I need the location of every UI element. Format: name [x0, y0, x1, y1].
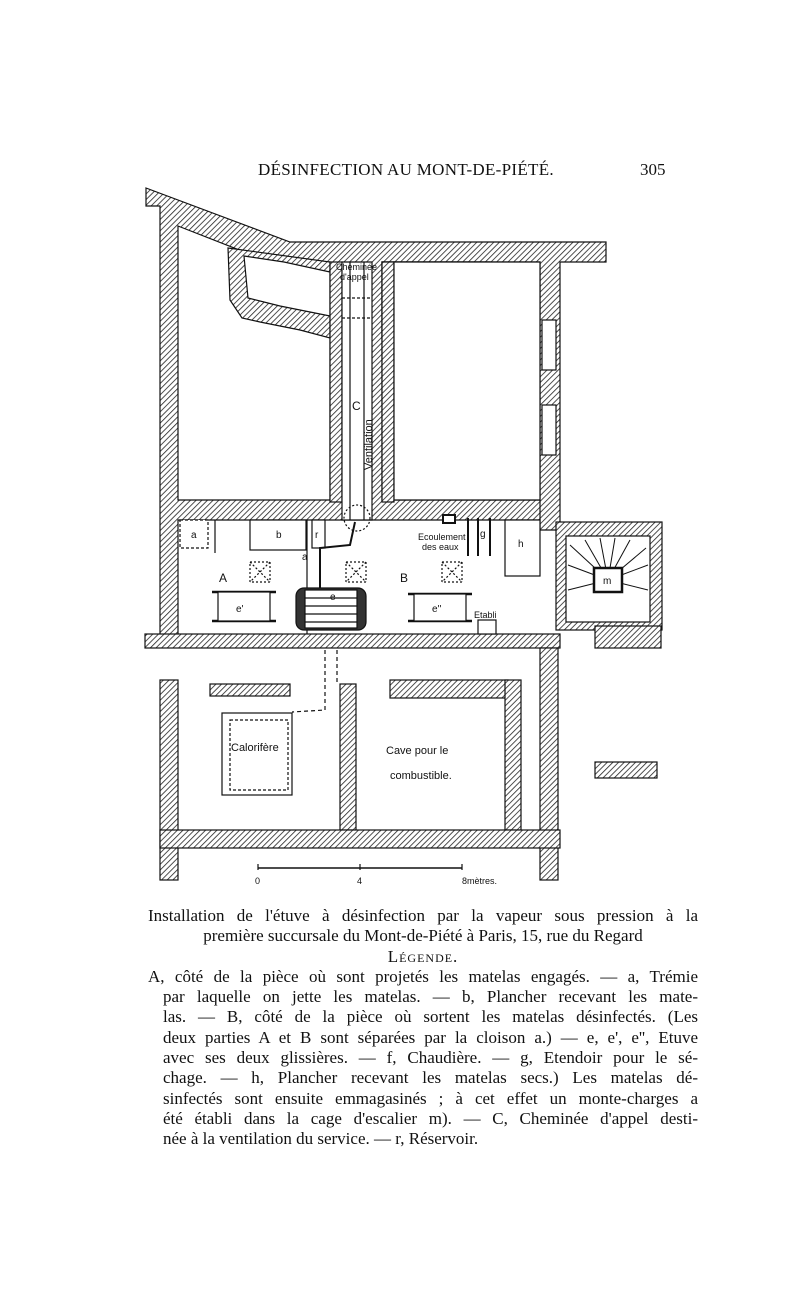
- label-m: m: [603, 576, 611, 587]
- label-etabli: Etabli: [474, 610, 497, 620]
- label-dappel: d'appel: [340, 272, 369, 282]
- caption-title-line: Installation de l'étuve à désinfection p…: [148, 906, 698, 925]
- label-e-double: e'': [432, 604, 441, 615]
- legend-line: A, côté de la pièce où sont projetés les…: [148, 966, 698, 986]
- ground-wall: [144, 633, 561, 649]
- legend-line: chage. — h, Plancher recevant les matela…: [163, 1068, 698, 1088]
- caption-title-line: première succursale du Mont-de-Piété à P…: [203, 926, 643, 946]
- etuve-e-boiler: [295, 587, 367, 631]
- label-e-prime: e': [236, 604, 244, 615]
- label-ecoulement: Ecoulement: [418, 532, 466, 542]
- label-b: b: [276, 530, 282, 541]
- label-g: g: [480, 529, 486, 540]
- dashed-x-boxes: [249, 561, 463, 583]
- label-cave: Cave pour le: [386, 745, 448, 757]
- label-cheminee: Cheminée: [336, 262, 377, 272]
- lift-m: [592, 566, 624, 594]
- label-B: B: [400, 571, 408, 585]
- floor-h: [504, 519, 541, 577]
- floor-plan: Cheminée d'appel C Ventilation a b r a A…: [144, 187, 663, 886]
- glissiere-e-prime: [212, 590, 276, 623]
- running-header-title: DÉSINFECTION AU MONT-DE-PIÉTÉ.: [258, 160, 554, 179]
- scale-tick-4: 4: [357, 876, 362, 886]
- staircase: [567, 537, 649, 594]
- basement-left-wall: [159, 679, 179, 881]
- walls: [144, 187, 663, 881]
- label-e: e: [330, 592, 336, 603]
- label-A: A: [219, 571, 227, 585]
- legend-line: par laquelle on jette les matelas. — b, …: [163, 987, 698, 1007]
- label-ventilation: Ventilation: [363, 419, 375, 470]
- reservoir-r: [311, 519, 326, 549]
- figure-caption: Installation de l'étuve à désinfection p…: [148, 906, 698, 1150]
- legend-heading: Légende.: [387, 946, 459, 966]
- label-calorifere: Calorifère: [231, 742, 279, 754]
- glissiere-e-double: [408, 592, 472, 623]
- legend-line: été établi dans la cage d'escalier m). —…: [163, 1108, 698, 1128]
- chimney-left-wall: [329, 261, 343, 503]
- label-combustible: combustible.: [390, 770, 452, 782]
- label-r: r: [315, 530, 319, 541]
- workbench: [477, 619, 497, 635]
- legend-line: las. — B, côté de la pièce où sortent le…: [163, 1007, 698, 1027]
- legend-line: née à la ventilation du service. — r, Ré…: [163, 1129, 479, 1149]
- legend-line: avec ses deux glissières. — f, Chaudière…: [163, 1048, 698, 1068]
- label-des-eaux: des eaux: [422, 542, 459, 552]
- label-a-partition: a: [302, 552, 308, 563]
- scale-tick-0: 0: [255, 876, 260, 886]
- label-a-hopper: a: [191, 530, 197, 541]
- legend-line: sinfectés sont ensuite emmagasinés ; à c…: [163, 1088, 698, 1108]
- label-C: C: [352, 399, 361, 413]
- floor-b: [249, 519, 307, 551]
- page-number: 305: [640, 160, 666, 179]
- label-h: h: [518, 539, 524, 550]
- chimney-base-circle: [343, 504, 371, 532]
- drain-icon: [442, 514, 456, 524]
- hopper-a: [179, 519, 209, 549]
- etendoir-g: [467, 518, 491, 556]
- legend-line: deux parties A et B sont séparées par la…: [163, 1027, 698, 1047]
- scale-tick-8: 8mètres.: [462, 876, 497, 886]
